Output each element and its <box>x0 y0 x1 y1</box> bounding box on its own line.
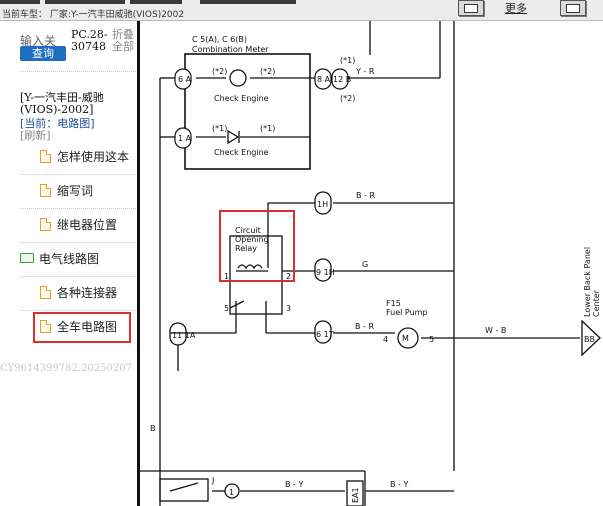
document-icon <box>40 285 51 299</box>
sidebar-item-full-vehicle-diagram[interactable]: 全车电路图 <box>40 316 117 336</box>
window-icon <box>464 4 478 13</box>
connector-8a: 8 A <box>317 75 331 84</box>
connector-1a: 1 A <box>178 134 192 143</box>
star2-left: (*2) <box>212 67 227 76</box>
connector-1h: 1H <box>317 200 328 209</box>
connector-12b: 12 B <box>333 75 351 84</box>
search-input-label[interactable]: 输入关 <box>20 34 57 48</box>
combination-meter-label-2: Combination Meter <box>192 45 269 54</box>
connector-j: J <box>211 476 214 485</box>
query-button[interactable]: 查询 <box>20 46 66 61</box>
current-page-label[interactable]: [当前：电路图] <box>20 117 95 130</box>
relay-pin-3: 3 <box>286 304 291 313</box>
connector-pin-1b: 1 <box>229 488 234 497</box>
wire-b-y-1: B - Y <box>285 480 303 489</box>
sidebar-item-how-to-use[interactable]: 怎样使用这本 <box>40 146 129 166</box>
wire-w-b: W - B <box>485 326 506 335</box>
sidebar-item-label: 全车电路图 <box>57 319 118 334</box>
vehicle-title: [Y-一汽丰田-威驰 (VIOS)-2002] <box>20 92 104 116</box>
sidebar-item-label: 各种连接器 <box>57 285 118 300</box>
star1-right: (*1) <box>260 124 275 133</box>
document-icon <box>40 319 51 333</box>
connector-6a: 6 A <box>178 75 192 84</box>
fuel-pump-label: Fuel Pump <box>386 308 428 317</box>
divider <box>20 174 136 175</box>
check-engine-label-1: Check Engine <box>214 94 269 103</box>
wire-b-r-mid: B - R <box>355 322 374 331</box>
sidebar-item-abbreviations[interactable]: 缩写词 <box>40 180 93 200</box>
toolbar-strip <box>200 0 296 4</box>
wire-y-r: Y - R <box>355 67 375 76</box>
sidebar-item-label: 电气线路图 <box>39 251 100 266</box>
connector-11-1a: 11 1A <box>172 331 196 340</box>
toolbar-strip <box>130 0 182 4</box>
more-link[interactable]: 更多 <box>505 2 527 15</box>
window-icon <box>566 4 580 13</box>
star1-vertical: (*1) <box>340 56 355 65</box>
sidebar-item-relay-locations[interactable]: 继电器位置 <box>40 214 117 234</box>
watermark: CY9614399782.20250207 <box>0 363 132 374</box>
expand-all-button[interactable]: 全部 <box>112 40 134 53</box>
wire-b-r-top: B - R <box>356 191 375 200</box>
fold-button[interactable]: 折叠 <box>112 28 134 41</box>
check-engine-label-2: Check Engine <box>214 148 269 157</box>
relay-pin-2: 2 <box>286 272 291 281</box>
wire-b-y-2: B - Y <box>390 480 408 489</box>
divider <box>20 208 136 209</box>
relay-label-2: Opening <box>235 235 269 244</box>
top-toolbar: 当前车型： 厂家:Y-一汽丰田威驰(VIOS)2002 更多 <box>0 0 603 21</box>
star2-right: (*2) <box>260 67 275 76</box>
document-icon <box>40 217 51 231</box>
sidebar-item-wiring-diagrams[interactable]: 电气线路图 <box>20 248 99 268</box>
combination-meter-label-1: C 5(A), C 6(B) <box>192 35 247 44</box>
wire-b: B <box>150 424 156 433</box>
sidebar-item-connectors[interactable]: 各种连接器 <box>40 282 117 302</box>
toolbar-window-button[interactable] <box>458 0 484 16</box>
document-icon <box>40 183 51 197</box>
relay-pin-5: 5 <box>224 304 229 313</box>
vehicle-title-line1: [Y-一汽丰田-威驰 <box>20 91 104 104</box>
lower-back-panel-label: Lower Back Panel <box>583 247 592 317</box>
pc-code-line2: 30748 <box>71 40 106 53</box>
current-vehicle-label: 当前车型： 厂家:Y-一汽丰田威驰(VIOS)2002 <box>2 10 185 20</box>
sidebar-item-label: 怎样使用这本 <box>57 149 130 164</box>
wire-g: G <box>362 260 368 269</box>
wiring-diagram: C 5(A), C 6(B) Combination Meter (*2) (*… <box>140 21 601 506</box>
sidebar-item-label: 继电器位置 <box>57 217 118 232</box>
folder-icon <box>20 253 34 263</box>
divider <box>20 242 136 243</box>
toolbar-strip <box>45 0 125 4</box>
star1-left: (*1) <box>212 124 227 133</box>
pc-code: PC.28- 30748 <box>71 29 108 53</box>
relay-label-1: Circuit <box>235 226 261 235</box>
wiring-diagram-panel[interactable]: C 5(A), C 6(B) Combination Meter (*2) (*… <box>137 21 603 506</box>
lower-back-panel-center: Center <box>592 289 601 317</box>
selection-highlight <box>33 312 131 343</box>
fuel-pump-pin-5: 5 <box>429 335 434 344</box>
divider <box>20 276 136 277</box>
refresh-link[interactable]: [刷新] <box>20 129 51 142</box>
document-icon <box>40 149 51 163</box>
connector-6-1t: 6 1T <box>316 330 334 339</box>
fuel-pump-id: F15 <box>386 299 401 308</box>
divider <box>20 310 136 311</box>
sidebar: 输入关 查询 PC.28- 30748 折叠 全部 [Y-一汽丰田-威驰 (VI… <box>0 21 137 506</box>
connector-9-1h: 9 1H <box>316 268 335 277</box>
star2-vertical: (*2) <box>340 94 355 103</box>
toolbar-window-button-2[interactable] <box>560 0 586 16</box>
fuel-pump-pin-4: 4 <box>383 335 388 344</box>
motor-symbol-label: M <box>402 334 409 343</box>
relay-pin-1: 1 <box>224 272 229 281</box>
connector-bb: BB <box>584 335 595 344</box>
sidebar-item-label: 缩写词 <box>57 183 94 198</box>
fold-controls: 折叠 全部 <box>112 29 134 53</box>
pc-code-line1: PC.28- <box>71 28 108 41</box>
toolbar-strip <box>0 0 40 4</box>
relay-label-3: Relay <box>235 244 257 253</box>
vehicle-title-line2: (VIOS)-2002] <box>20 103 94 116</box>
divider <box>20 71 136 72</box>
connector-ea1: EA1 <box>351 487 360 503</box>
